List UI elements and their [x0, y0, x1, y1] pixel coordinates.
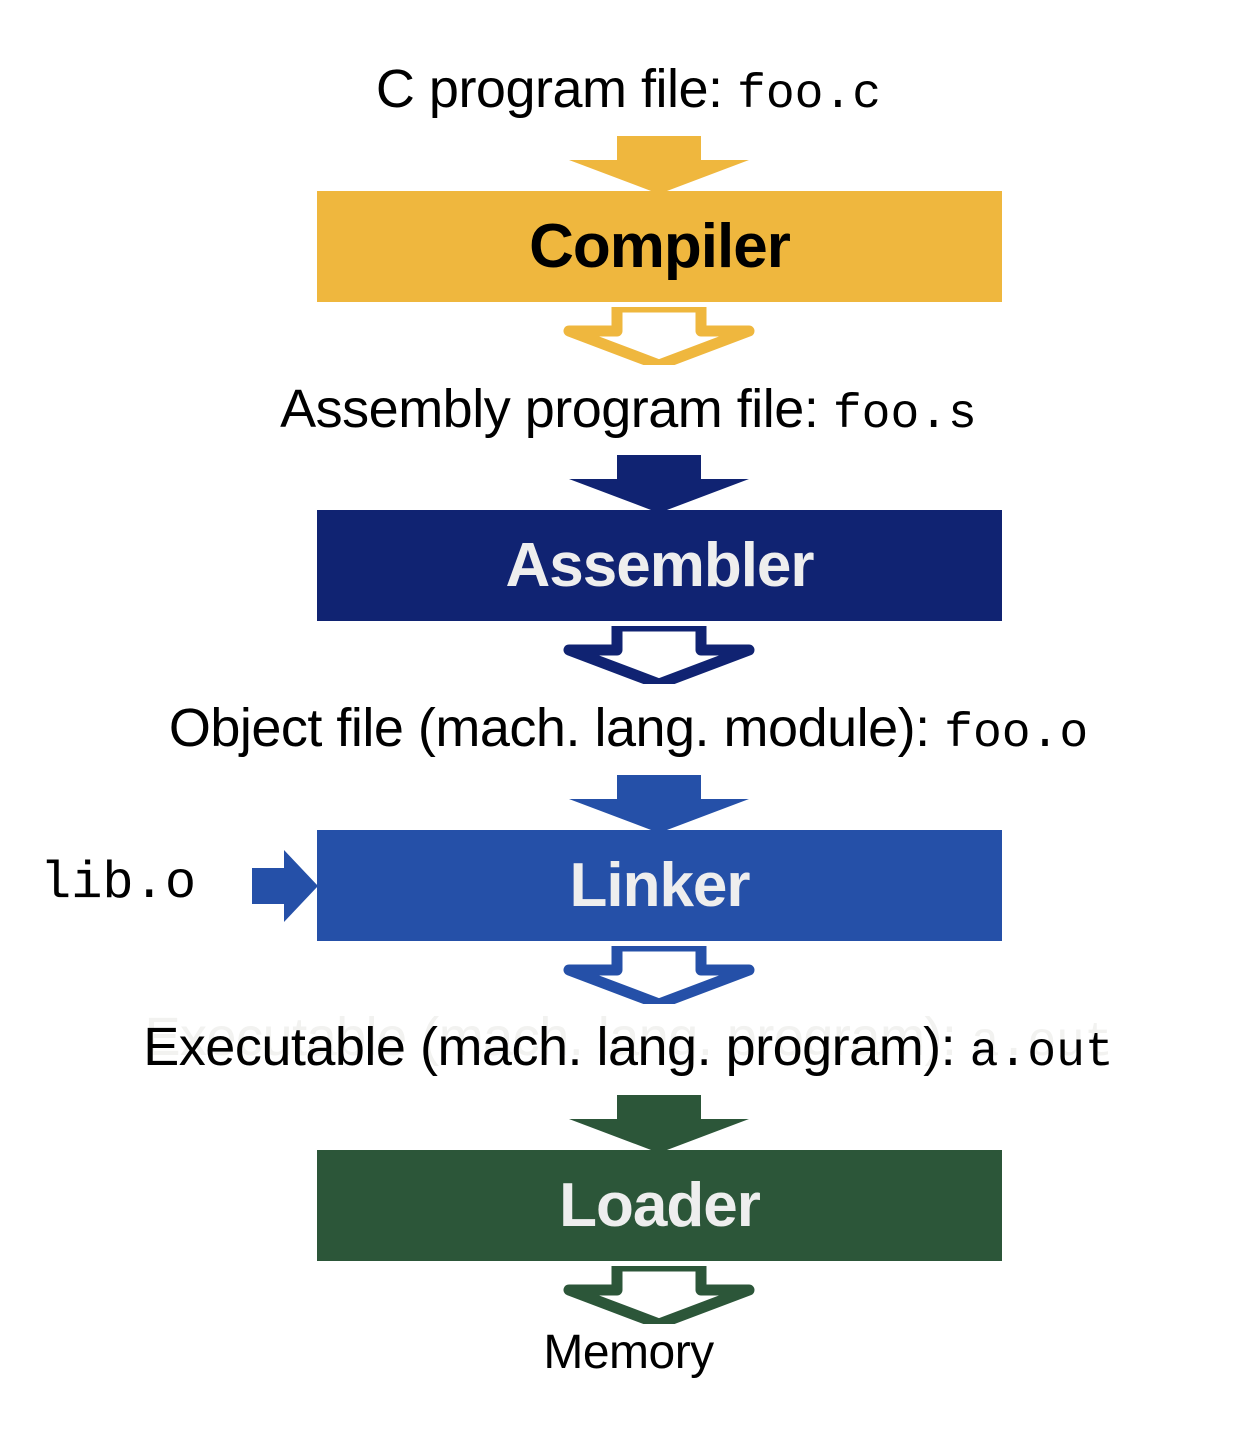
executable-prefix-text: Executable (mach. lang. program): — [143, 1017, 970, 1077]
assembly-filename-text: foo.s — [832, 388, 977, 442]
arrow-from-linker — [559, 946, 759, 1004]
arrow-to-assembler — [559, 455, 759, 513]
arrow-from-loader — [559, 1266, 759, 1324]
label-executable-ghost: Executable (mach. lang. program): a.out — [0, 1006, 1257, 1074]
label-memory: Memory — [543, 1326, 714, 1379]
object-prefix-text: Object file (mach. lang. module): — [168, 698, 945, 758]
stage-label-compiler: Compiler — [529, 212, 791, 281]
arrow-to-linker — [559, 775, 759, 833]
executable-ghost-filename-text: a.out — [970, 1016, 1113, 1070]
arrow-from-compiler — [559, 307, 759, 365]
stage-label-loader: Loader — [559, 1171, 761, 1240]
arrow-to-loader — [559, 1095, 759, 1153]
stage-box-compiler[interactable]: Compiler — [317, 191, 1002, 302]
stage-label-assembler: Assembler — [505, 531, 814, 600]
label-source-file: C program file: foo.c — [0, 58, 1257, 126]
label-executable-file: Executable (mach. lang. program): a.out — [0, 1016, 1257, 1084]
arrow-to-compiler — [559, 136, 759, 194]
stage-box-assembler[interactable]: Assembler — [317, 510, 1002, 621]
label-assembly-file: Assembly program file: foo.s — [0, 378, 1257, 446]
label-object-file: Object file (mach. lang. module): foo.o — [0, 697, 1257, 765]
stage-box-linker[interactable]: Linker — [317, 830, 1002, 941]
source-prefix-text: C program file: — [375, 59, 738, 119]
arrow-lib-into-linker — [252, 850, 318, 922]
source-filename-text: foo.c — [737, 68, 882, 122]
label-library-input: lib.o — [40, 854, 197, 913]
executable-ghost-prefix-text: Executable (mach. lang. program): — [144, 1007, 971, 1067]
object-filename-text: foo.o — [944, 707, 1089, 761]
assembly-prefix-text: Assembly program file: — [280, 379, 833, 439]
stage-box-loader[interactable]: Loader — [317, 1150, 1002, 1261]
arrow-from-assembler — [559, 626, 759, 684]
stage-label-linker: Linker — [569, 851, 750, 920]
executable-filename-text: a.out — [969, 1026, 1114, 1080]
